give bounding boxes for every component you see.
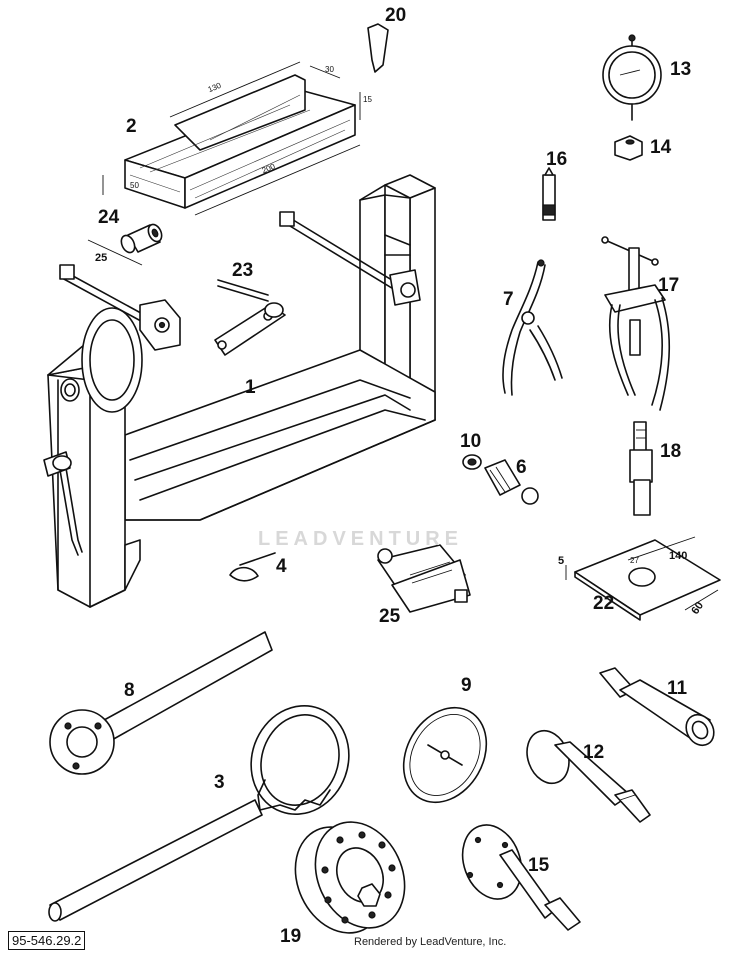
reference-number: 95-546.29.2 — [8, 931, 86, 950]
callout-12: 12 — [583, 742, 605, 763]
callout-18: 18 — [660, 441, 682, 462]
part-4-tool — [229, 552, 276, 582]
part-1-engine-stand — [43, 174, 436, 608]
dim-plate-hole: 27 — [630, 556, 639, 565]
part-13-dial-gauge — [602, 34, 662, 121]
callout-20: 20 — [385, 5, 407, 26]
callout-1: 1 — [245, 377, 256, 398]
callout-11: 11 — [667, 678, 688, 699]
callout-14: 14 — [650, 137, 672, 158]
part-2-wooden-block — [102, 61, 361, 216]
part-8-holding-wrench — [49, 631, 273, 775]
dim-plate-length: 140 — [669, 550, 688, 562]
part-12-shaft-tool — [526, 729, 651, 823]
dim-spacer-length: 25 — [95, 252, 108, 264]
part-24-spacer — [87, 223, 163, 266]
callout-10: 10 — [460, 431, 482, 452]
callout-24: 24 — [98, 207, 120, 228]
callout-9: 9 — [461, 675, 472, 696]
part-11-sleeve — [599, 667, 715, 747]
callout-15: 15 — [528, 855, 550, 876]
callout-7: 7 — [503, 289, 514, 310]
dim-block-depth: 50 — [130, 181, 139, 190]
callout-23: 23 — [232, 260, 254, 281]
callout-19: 19 — [280, 926, 302, 947]
callout-4: 4 — [276, 556, 287, 577]
part-17-puller — [601, 236, 671, 411]
part-10-ring — [462, 454, 482, 470]
part-16-tube — [542, 167, 556, 221]
callout-6: 6 — [516, 457, 527, 478]
dim-block-width: 30 — [325, 65, 334, 74]
part-6-adapter — [484, 459, 539, 505]
part-20-gauge — [367, 23, 389, 73]
part-9-degree-disc — [402, 706, 488, 804]
callout-25: 25 — [379, 606, 401, 627]
part-14-adapter — [614, 135, 643, 161]
part-7-pliers — [502, 259, 563, 396]
callout-2: 2 — [126, 116, 137, 137]
part-18-insert — [629, 421, 653, 516]
callout-17: 17 — [658, 275, 680, 296]
part-15-shaft — [461, 824, 581, 931]
callout-3: 3 — [214, 772, 225, 793]
part-23-bracket — [214, 279, 286, 356]
part-3-clutch-holder — [48, 704, 350, 922]
callout-22: 22 — [593, 593, 615, 614]
part-22-plate — [565, 536, 721, 621]
watermark: LEADVENTURE — [258, 528, 464, 550]
part-19-rotor-puller — [294, 821, 406, 934]
callout-8: 8 — [124, 680, 135, 701]
part-25-clamp — [377, 544, 471, 613]
callout-16: 16 — [546, 149, 568, 170]
dim-plate-thickness: 5 — [558, 555, 565, 567]
dim-block-height: 15 — [363, 95, 372, 104]
callout-13: 13 — [670, 59, 692, 80]
credit-line: Rendered by LeadVenture, Inc. — [354, 936, 507, 948]
